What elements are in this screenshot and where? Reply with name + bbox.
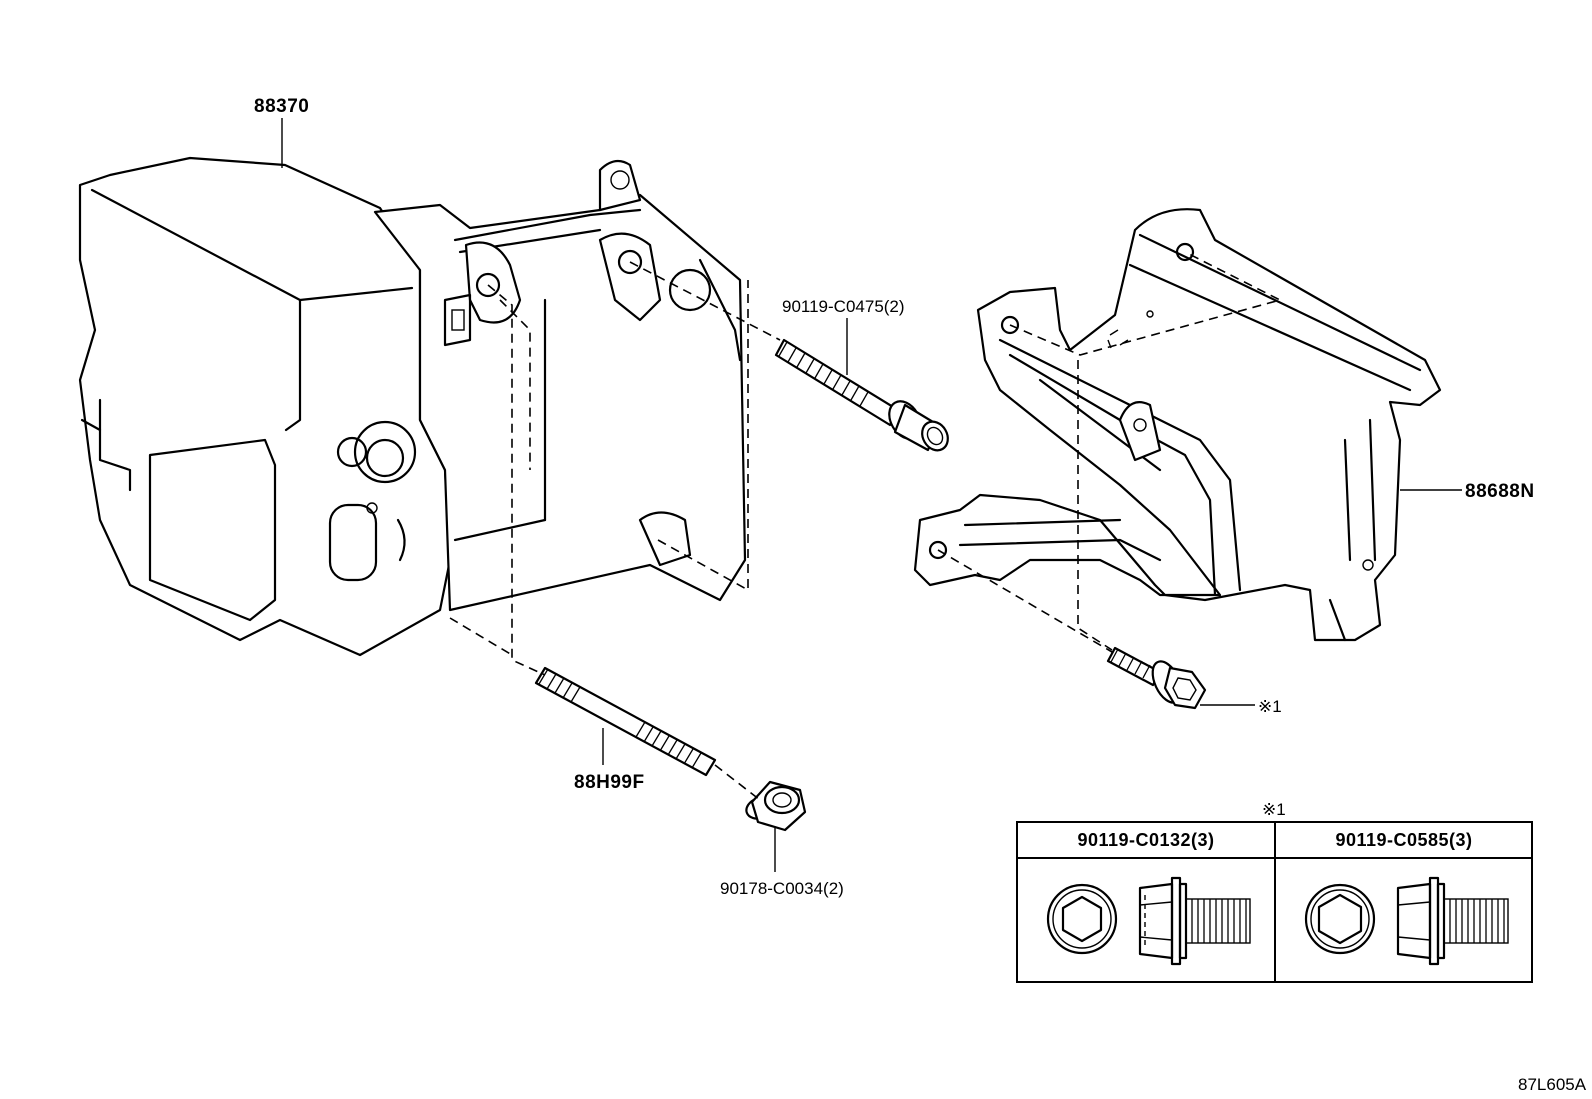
label-90119-c0475: 90119-C0475(2) <box>782 297 905 316</box>
label-88370: 88370 <box>254 96 309 117</box>
leader-lines <box>281 118 1462 872</box>
label-ref1: ※1 <box>1258 697 1282 716</box>
compressor-assembly <box>78 156 747 657</box>
bolt-90119-c0475 <box>774 338 949 452</box>
table-ref-marker: ※1 <box>1262 800 1286 819</box>
bolt-c0585-illustration <box>1304 876 1509 966</box>
bracket <box>913 208 1442 642</box>
label-90178-c0034: 90178-C0034(2) <box>720 879 844 898</box>
stud-88h99f <box>534 666 717 777</box>
table-col-90119-c0585: 90119-C0585(3) <box>1335 830 1472 850</box>
variant-table: ※1 90119-C0132(3) 90119-C0585(3) <box>1016 800 1533 983</box>
label-88688n: 88688N <box>1465 481 1535 502</box>
bolt-c0132-illustration <box>1046 876 1251 966</box>
diagram-id: 87L605A <box>1518 1075 1587 1094</box>
table-col-90119-c0132: 90119-C0132(3) <box>1077 830 1214 850</box>
label-88h99f: 88H99F <box>574 772 645 793</box>
assembly-lines <box>449 251 1283 801</box>
nut-90178-c0034 <box>745 780 807 832</box>
bolt-ref1 <box>1106 646 1207 710</box>
